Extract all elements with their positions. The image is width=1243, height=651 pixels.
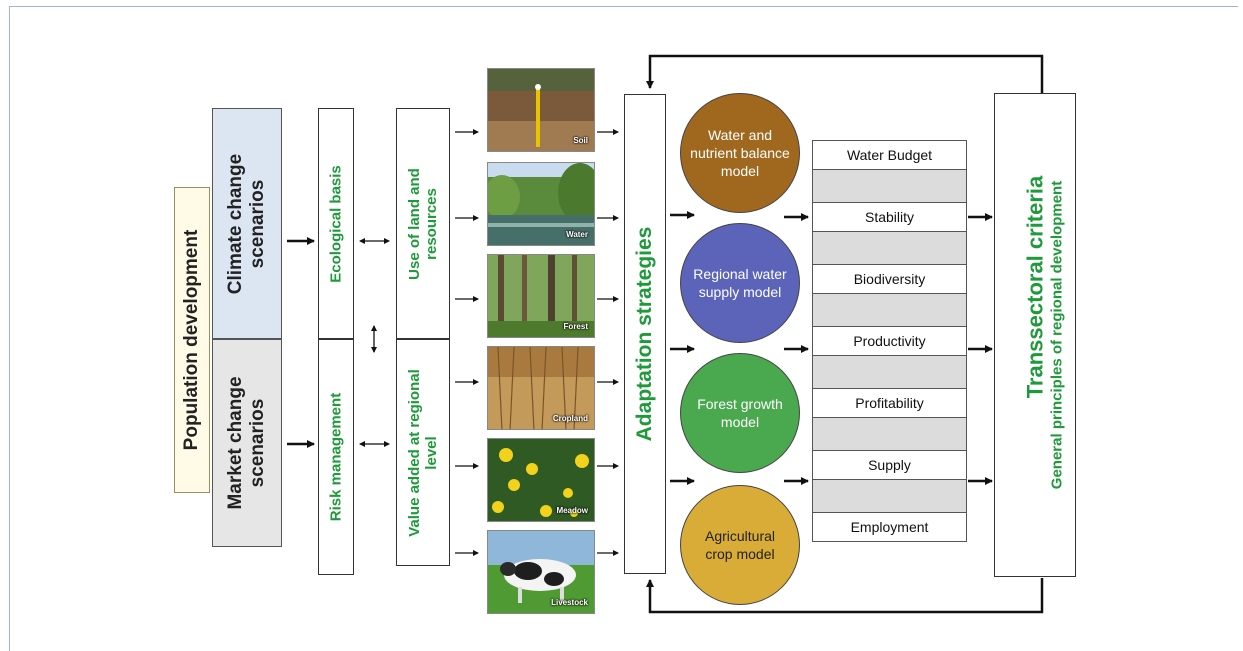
water-supply-model-label: Regional water supply model: [693, 265, 787, 300]
market-change-label: Market change scenarios: [225, 376, 268, 510]
forest-growth-model-label: Forest growth model: [697, 395, 783, 430]
water-photo: Water: [487, 162, 595, 246]
population-development-box: Population development: [174, 187, 210, 493]
soil-photo: Soil: [487, 68, 595, 152]
criteria-gap: [812, 356, 967, 388]
crop-model-circle: Agricultural crop model: [680, 485, 800, 605]
criterion-employment: Employment: [812, 512, 967, 542]
criteria-gap: [812, 170, 967, 202]
criteria-gap: [812, 480, 967, 512]
cropland-photo: Cropland: [487, 346, 595, 430]
feedback-arrow-top: [646, 54, 1044, 93]
ecological-basis-label: Ecological basis: [327, 164, 345, 283]
market-change-box: Market change scenarios: [212, 339, 282, 547]
meadow-label: Meadow: [556, 506, 588, 515]
forest-growth-model-circle: Forest growth model: [680, 353, 800, 473]
criteria-gap: [812, 294, 967, 326]
soil-label: Soil: [573, 136, 588, 145]
livestock-photo: Livestock: [487, 530, 595, 614]
forest-photo: Forest: [487, 254, 595, 338]
forest-label: Forest: [563, 322, 588, 331]
cropland-label: Cropland: [552, 414, 588, 423]
transsectoral-criteria-box: Transsectoral criteria General principle…: [994, 93, 1076, 577]
climate-change-box: Climate change scenarios: [212, 108, 282, 339]
risk-management-box: Risk management: [318, 339, 354, 575]
climate-change-label: Climate change scenarios: [225, 153, 268, 294]
content-frame: [9, 6, 1238, 651]
criterion-biodiversity: Biodiversity: [812, 264, 967, 294]
criterion-stability: Stability: [812, 202, 967, 232]
crop-model-label: Agricultural crop model: [704, 527, 776, 562]
water-nutrient-model-label: Water and nutrient balance model: [690, 126, 790, 180]
adaptation-strategies-label: Adaptation strategies: [632, 226, 656, 442]
criteria-gap: [812, 418, 967, 450]
ecological-basis-box: Ecological basis: [318, 108, 354, 339]
adaptation-strategies-box: Adaptation strategies: [624, 94, 666, 574]
transsectoral-title: Transsectoral criteria: [1022, 175, 1048, 399]
criterion-supply: Supply: [812, 450, 967, 480]
criterion-water-budget: Water Budget: [812, 140, 967, 170]
feedback-arrow-bottom: [646, 578, 1044, 614]
value-added-label: Value added at regional level: [405, 368, 440, 537]
water-supply-model-circle: Regional water supply model: [680, 223, 800, 343]
water-label: Water: [566, 230, 588, 239]
criterion-productivity: Productivity: [812, 326, 967, 356]
transsectoral-subtitle: General principles of regional developme…: [1048, 180, 1066, 490]
population-development-label: Population development: [181, 229, 203, 451]
water-nutrient-model-circle: Water and nutrient balance model: [680, 93, 800, 213]
use-of-land-label: Use of land and resources: [405, 167, 440, 280]
risk-management-label: Risk management: [327, 392, 345, 522]
meadow-photo: Meadow: [487, 438, 595, 522]
criteria-gap: [812, 232, 967, 264]
use-of-land-box: Use of land and resources: [396, 108, 450, 339]
criterion-profitability: Profitability: [812, 388, 967, 418]
value-added-box: Value added at regional level: [396, 339, 450, 566]
livestock-label: Livestock: [551, 598, 588, 607]
